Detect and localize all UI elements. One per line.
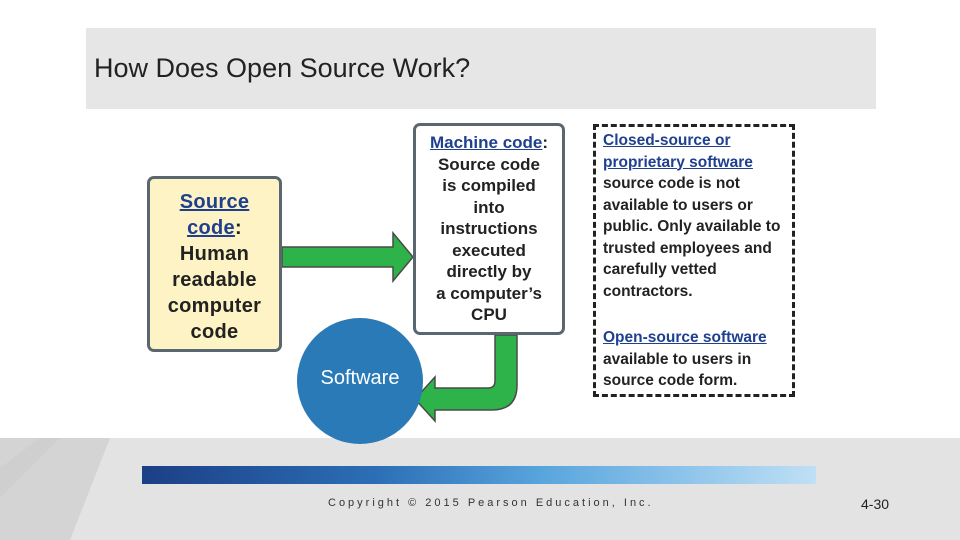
closed-source-definition: Closed-source or proprietary software so… (603, 132, 781, 300)
open-source-definition: Open-source software available to users … (603, 329, 767, 389)
footer-decoration (0, 438, 110, 540)
closed-source-link[interactable]: Closed-source or (603, 132, 731, 149)
slide-title: How Does Open Source Work? (94, 53, 471, 83)
machine-code-box: Machine code: Source code is compiled in… (413, 123, 565, 335)
machine-code-line: a computer’s (436, 283, 542, 303)
source-code-line: Human (179, 243, 250, 265)
source-code-line: code (190, 321, 239, 343)
footer-stripe (142, 466, 816, 484)
software-circle: Software (297, 318, 423, 444)
proprietary-software-link[interactable]: proprietary software (603, 153, 753, 171)
footer-band (0, 438, 960, 540)
source-code-box: Source code: Human readable computer cod… (147, 176, 282, 352)
software-label: Software (320, 367, 400, 389)
open-source-link[interactable]: Open-source software (603, 329, 767, 346)
arrow-machine-to-software (413, 334, 518, 423)
copyright-text: Copyright © 2015 Pearson Education, Inc. (328, 497, 654, 509)
machine-code-link[interactable]: Machine code (429, 133, 543, 152)
machine-code-line: executed (452, 240, 526, 260)
definitions-box: Closed-source or proprietary software so… (593, 124, 795, 397)
source-code-line: readable (172, 269, 257, 291)
machine-code-line: instructions (440, 219, 538, 238)
machine-code-line: CPU (471, 305, 507, 324)
source-code-line: computer (167, 295, 262, 317)
machine-code-line: into (473, 197, 505, 217)
title-bar: How Does Open Source Work? (86, 28, 876, 109)
machine-code-line: is compiled (442, 176, 536, 195)
source-code-link[interactable]: Source code (179, 191, 250, 239)
page-number: 4-30 (861, 496, 890, 512)
machine-code-line: Source code (437, 154, 541, 174)
arrow-source-to-machine (281, 230, 414, 284)
machine-code-line: directly by (446, 262, 532, 281)
